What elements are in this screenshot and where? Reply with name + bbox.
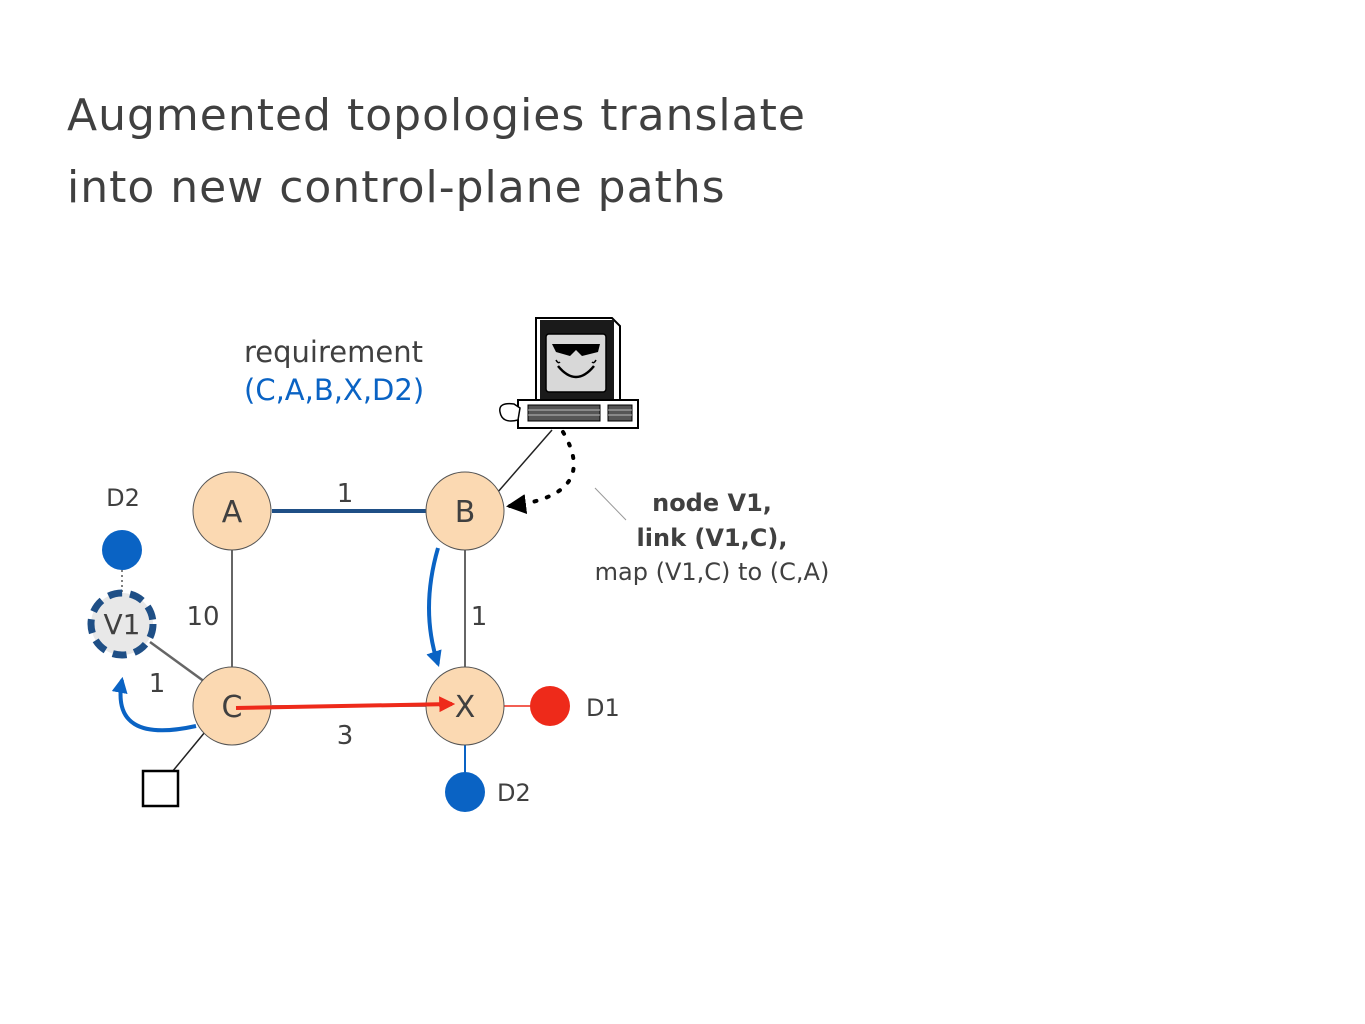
node-v1-virtual[interactable]: V1 bbox=[87, 589, 157, 659]
label-d2-bottom: D2 bbox=[497, 779, 531, 807]
page-title: Augmented topologies translate into new … bbox=[67, 80, 806, 224]
path-arrow-b-x bbox=[426, 547, 442, 668]
weight-v1-c: 1 bbox=[149, 669, 166, 699]
annotation-line-3: map (V1,C) to (C,A) bbox=[595, 558, 830, 586]
requirement-label: requirement bbox=[244, 335, 423, 369]
node-x-label: X bbox=[455, 690, 476, 725]
label-d1: D1 bbox=[586, 694, 620, 722]
destination-d2-top[interactable] bbox=[102, 530, 142, 570]
destination-d2-bottom[interactable] bbox=[445, 772, 485, 812]
link-c-box bbox=[171, 731, 206, 773]
node-v1-label: V1 bbox=[104, 608, 141, 641]
link-v1-c bbox=[149, 640, 206, 684]
annotation-line-1: node V1, bbox=[652, 489, 772, 517]
node-a[interactable]: A bbox=[192, 471, 272, 551]
annotation-pointer bbox=[594, 487, 627, 521]
annotation-line-2: link (V1,C), bbox=[637, 524, 788, 552]
weight-a-b: 1 bbox=[337, 479, 354, 509]
controller-update-arrow bbox=[506, 430, 576, 514]
weight-b-x: 1 bbox=[471, 602, 488, 632]
title-line-2: into new control-plane paths bbox=[67, 162, 726, 213]
destination-d1[interactable] bbox=[530, 686, 570, 726]
title-line-1: Augmented topologies translate bbox=[67, 90, 806, 141]
path-arrow-c-v1 bbox=[111, 676, 197, 733]
node-b-label: B bbox=[455, 495, 476, 530]
link-controller-b bbox=[496, 429, 553, 494]
requirement-path: (C,A,B,X,D2) bbox=[244, 373, 424, 407]
weight-a-c: 10 bbox=[186, 602, 219, 632]
node-c[interactable]: C bbox=[192, 666, 272, 746]
square-icon bbox=[141, 769, 180, 808]
weight-c-x: 3 bbox=[337, 721, 354, 751]
computer-terminal-icon[interactable] bbox=[499, 317, 639, 429]
node-a-label: A bbox=[222, 495, 243, 530]
node-c-label: C bbox=[222, 690, 243, 725]
node-b[interactable]: B bbox=[425, 471, 505, 551]
path-arrow-c-x bbox=[235, 696, 456, 713]
label-d2-top: D2 bbox=[106, 484, 140, 512]
